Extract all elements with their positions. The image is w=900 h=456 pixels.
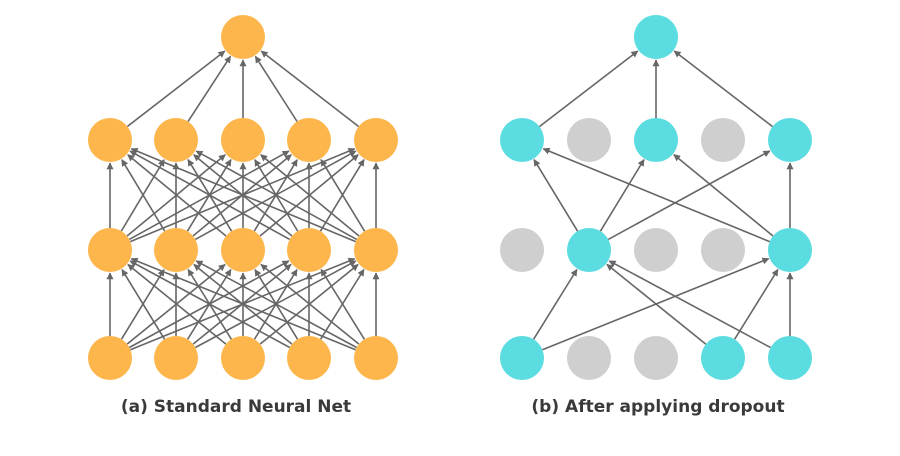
standard-node-layer1-1-active [154,228,198,272]
standard-edge-l0n4-l1n1 [195,260,357,349]
standard-network-nodes [88,15,398,380]
dropout-node-layer2-0-active [500,118,544,162]
standard-edge-l1n4-l2n3 [320,159,366,232]
dropout-node-layer2-2-active [634,118,678,162]
standard-edge-l0n3-l1n0 [129,260,291,349]
standard-edge-l2n0-l3n0 [126,50,226,128]
dropout-node-layer1-0-dropped [500,228,544,272]
standard-edge-l2n1-l3n0 [187,55,232,123]
standard-edge-l0n4-l1n3 [320,268,366,340]
dropout-network-caption: (b) After applying dropout [531,397,784,417]
standard-node-layer0-2-active [221,336,265,380]
standard-edge-l2n3-l3n0 [254,55,298,122]
standard-node-layer0-0-active [88,336,132,380]
standard-node-layer2-3-active [287,118,331,162]
standard-node-layer1-4-active [354,228,398,272]
standard-node-layer1-0-active [88,228,132,272]
standard-network-edges [106,50,380,351]
dropout-node-layer1-1-active [567,228,611,272]
standard-edge-l0n2-l1n0 [127,263,227,345]
dropout-node-layer0-4-active [768,336,812,380]
standard-node-layer0-1-active [154,336,198,380]
dropout-node-layer1-3-dropped [701,228,745,272]
dropout-node-layer0-1-dropped [567,336,611,380]
dropout-network-nodes [500,15,812,380]
standard-node-layer2-0-active [88,118,132,162]
standard-edge-l0n1-l1n0 [121,269,166,340]
standard-node-layer1-2-active [221,228,265,272]
dropout-edge-l1n1-l2n4 [607,150,771,241]
dropout-node-layer1-4-active [768,228,812,272]
standard-edge-l1n4-l2n1 [195,150,358,241]
standard-node-layer0-3-active [287,336,331,380]
dropout-edge-l0n0-l1n1 [532,268,578,340]
standard-network-caption: (a) Standard Neural Net [121,397,351,417]
dropout-network-panel: (b) After applying dropout [500,15,812,417]
dropout-edge-l1n1-l2n2 [599,159,645,232]
dropout-node-layer0-2-dropped [634,336,678,380]
standard-node-layer0-4-active [354,336,398,380]
standard-edge-l1n4-l2n2 [260,154,360,237]
standard-node-layer2-1-active [154,118,198,162]
standard-node-layer2-2-active [221,118,265,162]
dropout-node-layer2-1-dropped [567,118,611,162]
standard-edge-l1n3-l2n0 [129,150,291,241]
standard-edge-l1n4-l2n0 [130,147,357,243]
dropout-edge-l2n4-l3n0 [673,50,774,128]
dropout-edge-l1n1-l2n0 [533,159,579,232]
dropout-network-edges [532,50,794,351]
standard-edge-l0n4-l1n2 [260,263,360,345]
dropout-edge-l1n4-l2n2 [673,153,774,237]
dropout-node-layer0-3-active [701,336,745,380]
dropout-edge-l0n3-l1n1 [606,263,707,345]
standard-network-panel: (a) Standard Neural Net [88,15,398,417]
dropout-edge-l1n4-l2n0 [542,147,770,243]
standard-node-layer2-4-active [354,118,398,162]
standard-edge-l2n4-l3n0 [260,50,360,128]
dropout-node-layer2-4-active [768,118,812,162]
dropout-node-layer1-2-dropped [634,228,678,272]
standard-node-layer3-0-active [221,15,265,59]
dropout-node-layer2-3-dropped [701,118,745,162]
dropout-edge-l0n3-l1n4 [733,268,779,340]
standard-node-layer1-3-active [287,228,331,272]
standard-edge-l1n2-l2n0 [127,154,227,237]
standard-edge-l1n1-l2n0 [121,159,166,232]
dropout-edge-l0n4-l1n1 [608,260,771,349]
dropout-edge-l2n0-l3n0 [538,50,639,128]
dropout-node-layer0-0-active [500,336,544,380]
dropout-node-layer3-0-active [634,15,678,59]
standard-edge-l0n4-l1n0 [130,257,356,351]
